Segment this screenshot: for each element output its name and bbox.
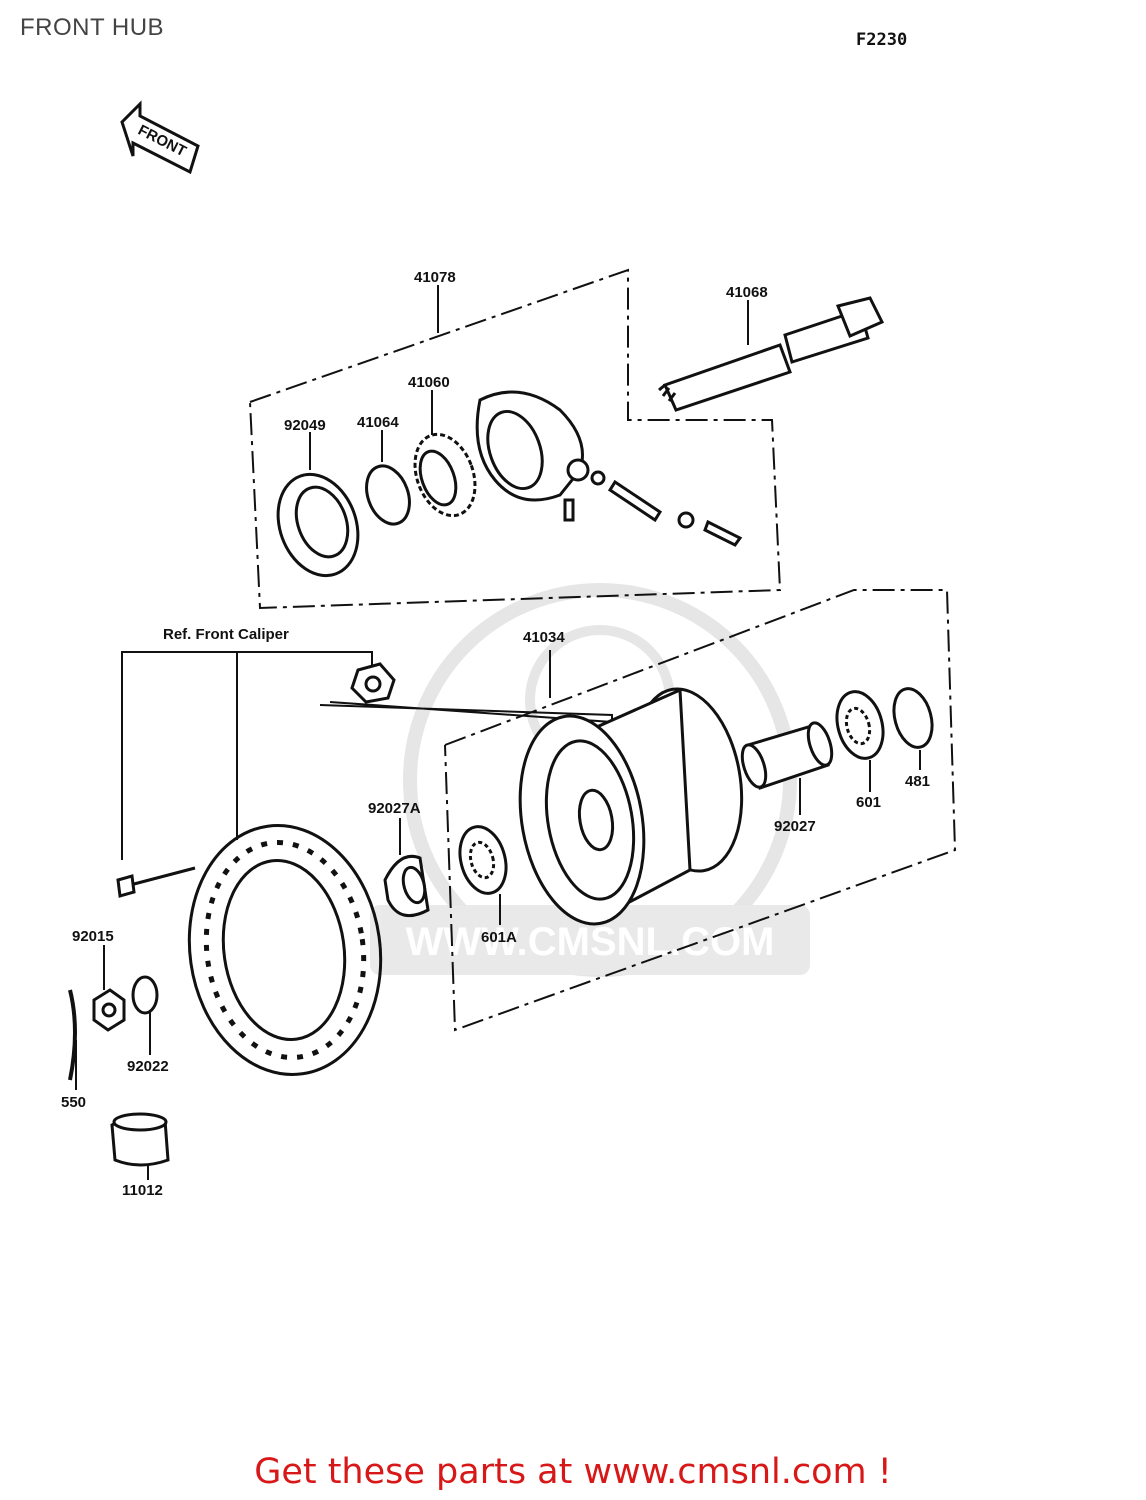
label-41060: 41060 [408,374,450,391]
label-92015: 92015 [72,928,114,945]
wheel-hub-part [518,687,744,926]
label-92027a: 92027A [368,800,421,817]
page-title: FRONT HUB [20,14,165,41]
label-41064: 41064 [357,414,399,431]
label-41068: 41068 [726,284,768,301]
label-481: 481 [905,773,930,790]
retainer-part [365,464,411,526]
washer-part [131,975,159,1015]
watermark: WWW.CMSNL.COM [370,583,810,977]
gear-housing-part [475,390,743,547]
upper-group-outline [249,268,782,610]
cap-part [110,1112,170,1167]
label-601a: 601A [481,929,517,946]
disc-bolt-part [116,866,196,898]
figure-code: F2230 [856,30,908,50]
label-601: 601 [856,794,881,811]
caliper-nut-part [350,662,396,704]
watermark-text: WWW.CMSNL.COM [406,920,775,964]
axle-part [658,296,885,412]
label-11012: 11012 [122,1182,163,1199]
spacer-part [740,721,834,790]
label-41034: 41034 [523,629,565,646]
oil-seal-part [276,472,360,578]
label-92049: 92049 [284,417,326,434]
label-550: 550 [61,1094,86,1111]
circlip-part [892,687,934,749]
hub-group-outline [444,589,957,1032]
label-ref-front-caliper: Ref. Front Caliper [163,626,289,643]
castle-nut-part [92,988,126,1032]
front-arrow-icon: FRONT [120,100,200,175]
speedometer-gear-part [413,432,477,518]
cotter-pin-part [68,989,77,1081]
label-41078: 41078 [414,269,456,286]
collar-part [383,854,430,918]
caliper-ref-bracket [121,651,373,860]
brake-disc-part [187,824,383,1076]
footer-link[interactable]: Get these parts at www.cmsnl.com ! [254,1452,892,1492]
bearing-part [835,690,885,760]
label-92027: 92027 [774,818,816,835]
label-92022: 92022 [127,1058,169,1075]
bearing-a-part [458,825,508,895]
